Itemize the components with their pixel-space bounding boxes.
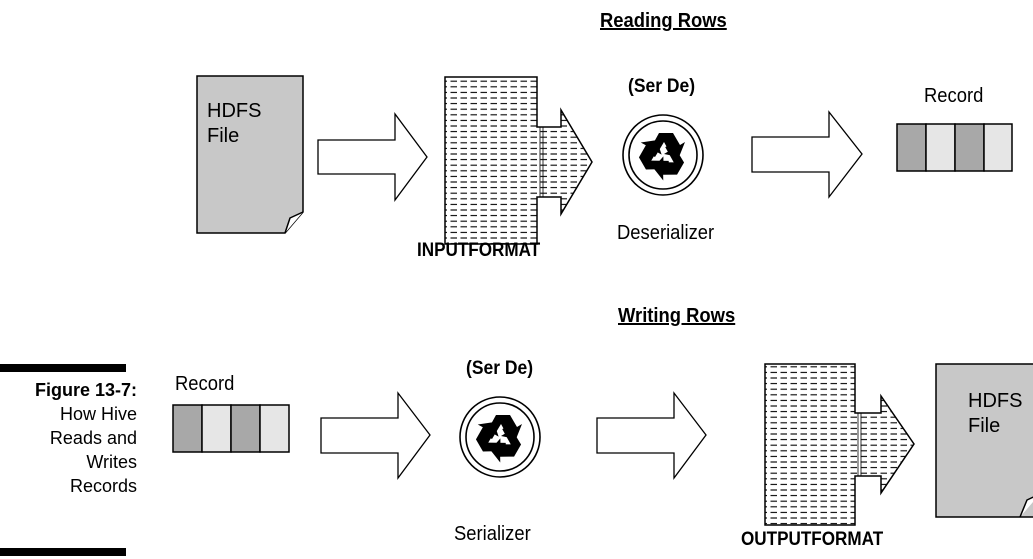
record-icon xyxy=(172,404,290,453)
figure-number: Figure 13-7: xyxy=(34,380,137,400)
hdfs-file-label: HDFS File xyxy=(207,100,262,147)
arrow-right-icon xyxy=(320,391,431,480)
writing-rows-heading: Writing Rows xyxy=(618,305,736,327)
serde-label: (Ser De) xyxy=(628,76,696,97)
hdfs-file-icon xyxy=(196,75,304,234)
record-label: Record xyxy=(175,373,235,395)
caption-top-rule xyxy=(0,364,126,372)
serde-label: (Ser De) xyxy=(466,358,534,379)
caption-bottom-rule xyxy=(0,548,126,556)
record-label: Record xyxy=(924,85,984,107)
recycle-icon xyxy=(459,396,541,478)
format-stack-icon xyxy=(444,76,593,245)
reading-rows-heading: Reading Rows xyxy=(600,10,727,32)
figure-caption-text: How Hive Reads and Writes Records xyxy=(49,404,137,496)
inputformat-label: INPUTFORMAT xyxy=(417,240,541,261)
outputformat-label: OUTPUTFORMAT xyxy=(741,529,884,550)
figure-caption: Figure 13-7: How Hive Reads and Writes R… xyxy=(0,378,137,498)
arrow-right-icon xyxy=(596,391,707,480)
arrow-right-icon xyxy=(317,112,428,202)
record-icon xyxy=(896,123,1013,172)
format-stack-icon xyxy=(764,363,915,526)
serializer-label: Serializer xyxy=(454,523,531,545)
deserializer-label: Deserializer xyxy=(617,222,715,244)
hdfs-file-icon xyxy=(935,363,1033,518)
hdfs-file-label: HDFS File xyxy=(968,390,1023,437)
recycle-icon xyxy=(622,114,704,196)
arrow-right-icon xyxy=(751,110,863,199)
